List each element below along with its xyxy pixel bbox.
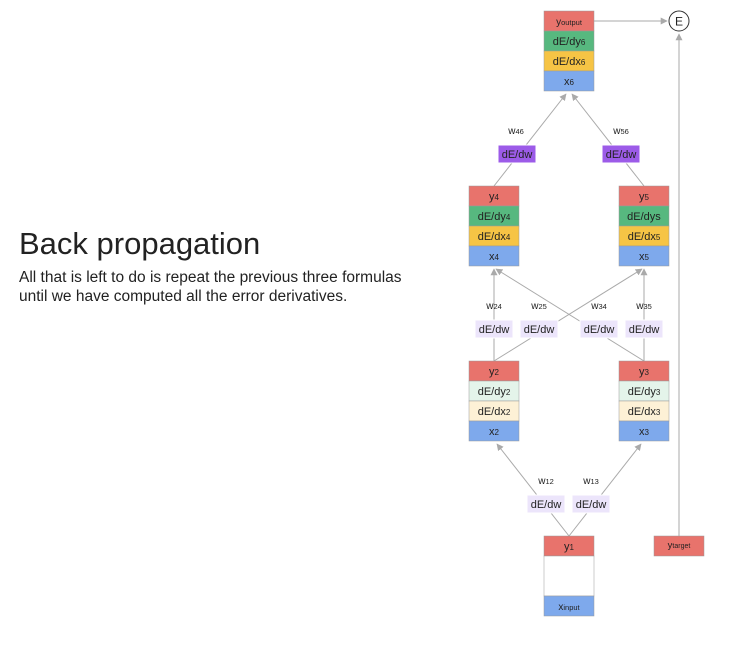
svg-text:w34: w34: [590, 301, 607, 312]
svg-text:xinput: xinput: [558, 602, 580, 613]
svg-text:w56: w56: [612, 126, 629, 137]
svg-text:y2: y2: [489, 366, 500, 378]
edge-3-4: [495, 268, 645, 362]
svg-text:w24: w24: [485, 301, 502, 312]
edge-1-2: [496, 443, 570, 537]
edge-2-5: [493, 268, 643, 362]
svg-text:w35: w35: [635, 301, 652, 312]
error-node: E: [668, 10, 690, 32]
svg-text:y5: y5: [639, 191, 650, 203]
weight-w24: w24 dE/dw: [474, 301, 514, 339]
weight-w56: w56 dE/dw: [601, 126, 641, 164]
edge-1-3: [568, 443, 642, 537]
svg-text:dE/dw: dE/dw: [502, 149, 533, 161]
node-6: youtput dE/dy6 dE/dx6 x6: [543, 10, 595, 92]
svg-text:w12: w12: [537, 476, 554, 487]
svg-text:y4: y4: [489, 191, 500, 203]
svg-text:w13: w13: [582, 476, 599, 487]
svg-text:w46: w46: [507, 126, 524, 137]
svg-text:dE/dw: dE/dw: [531, 499, 562, 511]
svg-text:youtput: youtput: [556, 17, 583, 28]
svg-text:dE/dw: dE/dw: [629, 324, 660, 336]
slide-description: All that is left to do is repeat the pre…: [19, 269, 402, 305]
svg-text:ytarget: ytarget: [668, 540, 691, 551]
svg-text:x3: x3: [639, 426, 650, 438]
svg-text:dE/dy6: dE/dy6: [553, 36, 586, 48]
svg-text:y1: y1: [564, 541, 575, 553]
weight-w35: w35 dE/dw: [624, 301, 664, 339]
svg-text:dE/dx3: dE/dx3: [628, 406, 661, 418]
svg-text:dE/dy2: dE/dy2: [478, 386, 511, 398]
weight-w25: w25 dE/dw: [519, 301, 559, 339]
svg-text:dE/dy4: dE/dy4: [478, 211, 511, 223]
svg-text:x6: x6: [564, 76, 575, 88]
slide-title: Back propagation: [19, 226, 261, 261]
svg-text:dE/dw: dE/dw: [606, 149, 637, 161]
node-5: y5 dE/dys dE/dx5 x5: [618, 185, 670, 267]
svg-text:dE/dw: dE/dw: [576, 499, 607, 511]
svg-text:dE/dx6: dE/dx6: [553, 56, 586, 68]
edge-4-6: [493, 93, 567, 187]
svg-text:x2: x2: [489, 426, 500, 438]
svg-text:dE/dx4: dE/dx4: [478, 231, 511, 243]
weight-w13: w13 dE/dw: [571, 476, 611, 514]
svg-text:dE/dw: dE/dw: [524, 324, 555, 336]
node-2: y2 dE/dy2 dE/dx2 x2: [468, 360, 520, 442]
svg-text:y3: y3: [639, 366, 650, 378]
target-node: ytarget: [653, 535, 705, 557]
weight-w34: w34 dE/dw: [579, 301, 619, 339]
node-3: y3 dE/dy3 dE/dx3 x3: [618, 360, 670, 442]
svg-text:w25: w25: [530, 301, 547, 312]
svg-text:x4: x4: [489, 251, 500, 263]
edge-5-6: [571, 93, 645, 187]
svg-text:dE/dx5: dE/dx5: [628, 231, 661, 243]
weight-w12: w12 dE/dw: [526, 476, 566, 514]
svg-text:dE/dy3: dE/dy3: [628, 386, 661, 398]
edges: [490, 17, 683, 537]
weight-w46: w46 dE/dw: [497, 126, 537, 164]
node-1-input: y1 xinput: [543, 535, 595, 617]
svg-text:dE/dw: dE/dw: [479, 324, 510, 336]
svg-text:x5: x5: [639, 251, 650, 263]
node-4: y4 dE/dy4 dE/dx4 x4: [468, 185, 520, 267]
svg-text:dE/dx2: dE/dx2: [478, 406, 511, 418]
svg-text:dE/dw: dE/dw: [584, 324, 615, 336]
svg-text:dE/dys: dE/dys: [627, 211, 661, 223]
error-label: E: [675, 15, 683, 29]
